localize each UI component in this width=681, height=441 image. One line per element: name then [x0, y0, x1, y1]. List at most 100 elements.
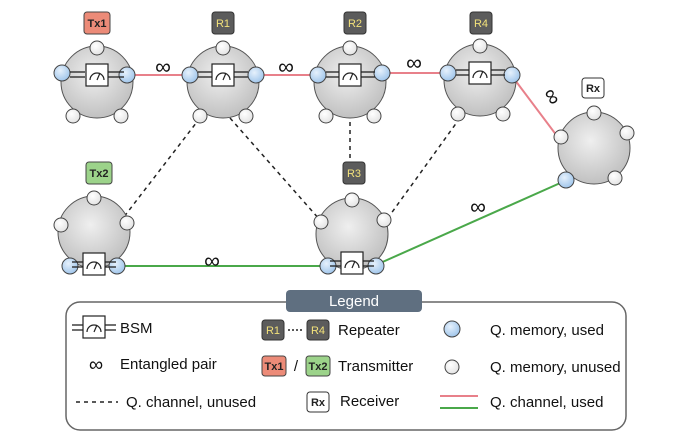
legend-tag-text: Tx2	[309, 361, 328, 373]
memory-unused-icon	[86, 190, 102, 206]
node-tag-text: Rx	[586, 83, 601, 95]
node-rx: Rx	[553, 77, 635, 189]
node-tag-tx1	[83, 11, 111, 35]
node-r4: R4	[439, 11, 521, 122]
memory-unused-icon	[444, 359, 460, 375]
bsm-icon	[326, 63, 375, 87]
node-tag-text: R2	[348, 18, 362, 30]
entangled-pair-icon: ∞	[155, 54, 171, 79]
memory-unused-icon	[586, 105, 602, 121]
bsm-icon	[70, 63, 124, 87]
memory-unused-icon	[192, 108, 208, 124]
legend-tag-r1	[261, 319, 285, 341]
memory-used-icon	[557, 171, 575, 189]
legend-memory-used-label: Q. memory, used	[490, 322, 604, 339]
bsm-icon	[198, 63, 248, 87]
node-tag-r4	[469, 11, 493, 35]
legend-tag-text: R4	[311, 325, 325, 337]
legend: Legend BSM ∞ Entangled pair Q. channel, …	[65, 290, 627, 431]
memory-used-icon	[443, 320, 461, 338]
bsm-icon	[330, 251, 374, 275]
legend-entangled-label: Entangled pair	[120, 356, 217, 373]
memory-unused-icon	[495, 106, 511, 122]
links	[117, 72, 568, 267]
memory-unused-icon	[65, 108, 81, 124]
memory-unused-icon	[450, 106, 466, 122]
link-r1-tx2	[119, 117, 201, 223]
legend-title: Legend	[329, 293, 379, 310]
entangled-pair-icon: ∞	[278, 54, 294, 79]
node-tag-r1	[211, 11, 235, 35]
memory-unused-icon	[313, 214, 329, 230]
legend-repeater-label: Repeater	[338, 322, 400, 339]
memory-unused-icon	[89, 40, 105, 56]
entangled-pair-icon: ∞	[470, 194, 486, 219]
legend-tag-text: Tx1	[265, 361, 284, 373]
legend-tag-text: R1	[266, 325, 280, 337]
legend-transmitter-label: Transmitter	[338, 358, 413, 375]
node-tag-text: R3	[347, 168, 361, 180]
memory-unused-icon	[53, 217, 69, 233]
legend-receiver-label: Receiver	[340, 393, 399, 410]
memory-unused-icon	[119, 215, 135, 231]
legend-memory-unused-label: Q. memory, unused	[490, 359, 621, 376]
memory-unused-icon	[607, 170, 623, 186]
legend-tag-rx	[306, 391, 330, 413]
memory-used-icon	[53, 64, 71, 82]
link-r4-r3	[384, 117, 461, 223]
node-tag-r3	[342, 161, 366, 185]
memory-unused-icon	[619, 125, 635, 141]
legend-tag-r4	[306, 319, 330, 341]
memory-used-icon	[61, 257, 79, 275]
node-tag-r2	[343, 11, 367, 35]
node-tag-rx	[581, 77, 605, 99]
memory-unused-icon	[342, 40, 358, 56]
node-r3: R3	[313, 161, 392, 275]
memory-unused-icon	[472, 38, 488, 54]
memory-unused-icon	[238, 108, 254, 124]
link-r4-rx	[511, 75, 561, 141]
bsm-icon	[456, 61, 505, 85]
entangled-pair-icon: ∞	[538, 83, 567, 109]
memory-used-icon	[181, 66, 199, 84]
link-r3-rx	[377, 179, 568, 265]
memory-unused-icon	[113, 108, 129, 124]
legend-channel-used-label: Q. channel, used	[490, 394, 603, 411]
memory-used-icon	[373, 64, 391, 82]
memory-unused-icon	[553, 129, 569, 145]
memory-unused-icon	[318, 108, 334, 124]
legend-slash: /	[294, 358, 299, 375]
legend-bsm-label: BSM	[120, 320, 153, 337]
node-tag-text: Tx2	[90, 168, 109, 180]
memory-used-icon	[309, 66, 327, 84]
node-tx1: Tx1	[53, 11, 136, 124]
node-tag-text: Tx1	[88, 18, 107, 30]
node-r1: R1	[181, 11, 265, 124]
entangled-pair-icon: ∞	[406, 50, 422, 75]
node-tag-text: R1	[216, 18, 230, 30]
node-r2: R2	[309, 11, 391, 124]
memory-unused-icon	[376, 212, 392, 228]
memory-unused-icon	[344, 192, 360, 208]
memory-used-icon	[108, 257, 126, 275]
legend-bsm-icon	[72, 315, 116, 339]
legend-tag-tx1	[261, 355, 287, 377]
link-r1-r3	[229, 117, 321, 221]
entangled-pair-icon: ∞	[204, 248, 220, 273]
legend-title-box	[286, 290, 422, 312]
entangled-pair-icon: ∞	[89, 354, 103, 376]
node-tx2: Tx2	[53, 161, 135, 276]
node-tag-tx2	[85, 161, 113, 185]
memory-unused-icon	[215, 40, 231, 56]
legend-channel-unused-label: Q. channel, unused	[126, 394, 256, 411]
memory-used-icon	[247, 66, 265, 84]
node-tag-text: R4	[474, 18, 488, 30]
legend-tag-text: Rx	[311, 397, 326, 409]
memory-unused-icon	[366, 108, 382, 124]
memory-used-icon	[503, 66, 521, 84]
bsm-icon	[72, 252, 116, 276]
memory-used-icon	[118, 66, 136, 84]
memory-used-icon	[439, 64, 457, 82]
legend-tag-tx2	[305, 355, 331, 377]
